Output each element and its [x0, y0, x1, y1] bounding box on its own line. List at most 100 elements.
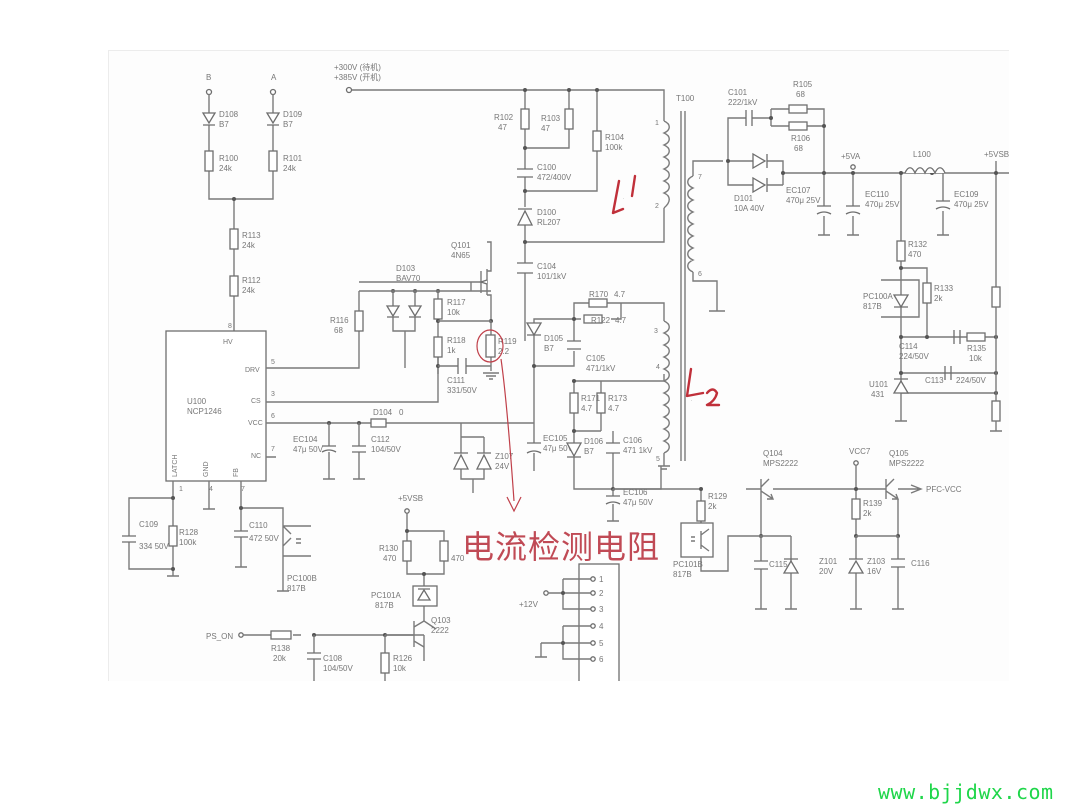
d108-value: B7 — [219, 120, 229, 129]
r122-resistor — [583, 314, 603, 324]
r117-value: 10k — [447, 308, 461, 317]
r122-ref: R122 — [591, 316, 611, 325]
ec104-value: 47μ 50V — [293, 445, 324, 454]
r103-value: 47 — [541, 124, 550, 133]
r135-value: 10k — [969, 354, 983, 363]
pin-hv: HV — [223, 339, 233, 346]
t100-pin-3: 3 — [654, 328, 658, 335]
c109-value: 334 50V — [139, 542, 169, 551]
c114-value: 224/50V — [899, 352, 929, 361]
c113-ref: C113 — [925, 376, 944, 385]
c110-value: 472 50V — [249, 534, 279, 543]
winding-l2-mark — [685, 367, 705, 398]
pin-vcc: VCC — [248, 420, 263, 427]
q103-ref: Q103 — [431, 616, 451, 625]
z103-zener — [847, 558, 865, 574]
r112-resistor — [229, 275, 239, 297]
u101-shunt-regulator — [892, 378, 910, 394]
c105-value: 471/1kV — [586, 364, 616, 373]
ec104-capacitor — [321, 445, 337, 453]
r118-ref: R118 — [447, 336, 466, 345]
ec110-ref: EC110 — [865, 190, 889, 199]
hv-input-terminal — [345, 86, 353, 94]
r102-ref: R102 — [494, 113, 514, 122]
r171-resistor — [569, 392, 579, 414]
mosfet-arrow — [478, 279, 488, 285]
z101-zener — [782, 558, 800, 574]
pin-7: 7 — [271, 446, 275, 453]
r139-ref: R139 — [863, 499, 883, 508]
c115-capacitor — [754, 560, 768, 570]
d105-diode — [525, 322, 543, 337]
r131-resistor — [439, 540, 449, 562]
terminal-a — [269, 88, 277, 96]
c101-capacitor — [745, 110, 753, 126]
terminal-a-label: A — [271, 73, 277, 82]
d106-value: B7 — [584, 447, 594, 456]
r118-value: 1k — [447, 346, 456, 355]
t100-pin-7: 7 — [698, 174, 702, 181]
d104-ref: D104 — [373, 408, 393, 417]
r105-resistor — [788, 104, 808, 114]
input-divider-network: B A D108 B7 D109 B7 R100 24k R101 24k R1… — [201, 73, 303, 331]
r128-value: 100k — [179, 538, 197, 547]
c111-value: 331/50V — [447, 386, 477, 395]
c104-ref: C104 — [537, 262, 557, 271]
hand-annotations: L1 L2 — [476, 174, 721, 513]
c106-value: 471 1kV — [623, 446, 653, 455]
t100-pin-2: 2 — [655, 203, 659, 210]
r100-resistor — [204, 150, 214, 172]
pin-fb: FB — [233, 468, 240, 477]
ec106-capacitor — [605, 495, 621, 505]
winding-l2-label: L2 — [691, 400, 693, 402]
c100-ref: C100 — [537, 163, 557, 172]
ground-symbol — [483, 372, 499, 380]
pc100a-led — [892, 294, 910, 309]
controller-ic-u100: 8 HV DRV 5 CS 3 VCC 6 NC 7 U100 NCP1246 … — [165, 291, 461, 493]
r128-resistor — [168, 525, 178, 547]
pin-nc: NC — [251, 453, 261, 460]
l100-inductor — [904, 167, 946, 175]
c104-value: 101/1kV — [537, 272, 567, 281]
z107-value: 24V — [495, 462, 510, 471]
net-5va-label: +5VA — [841, 152, 861, 161]
r139-resistor — [851, 498, 861, 520]
ec110-capacitor — [845, 205, 861, 215]
d104-value: 0 — [399, 408, 404, 417]
plus12v-terminal — [543, 590, 549, 596]
z107a-zener — [452, 452, 470, 470]
r105-value: 68 — [796, 90, 805, 99]
pc101a-ref: PC101A — [371, 591, 401, 600]
r130-value: 470 — [383, 554, 397, 563]
q101-value: 4N65 — [451, 251, 471, 260]
ec109-value: 470μ 25V — [954, 200, 989, 209]
d105-value: B7 — [544, 344, 554, 353]
ec105-capacitor — [526, 442, 542, 454]
c112-ref: C112 — [371, 435, 390, 444]
winding-l1-mark — [611, 179, 625, 215]
r132-resistor — [896, 240, 906, 262]
d109-value: B7 — [283, 120, 293, 129]
ec109-capacitor — [935, 200, 951, 210]
current-sense-highlight-circle — [476, 329, 504, 363]
ps-on-control: +5VSB R130 470 470 PC101A 817B Q103 2222… — [206, 494, 465, 681]
ec105-ref: EC105 — [543, 434, 568, 443]
pc100a-value: 817B — [863, 302, 882, 311]
connector-pin-5 — [590, 640, 596, 646]
t100-pin-1: 1 — [655, 120, 659, 127]
r101-value: 24k — [283, 164, 297, 173]
r116-ref: R116 — [330, 316, 349, 325]
connector-pin-4 — [590, 623, 596, 629]
u101-ref: U101 — [869, 380, 889, 389]
c106-capacitor — [606, 442, 620, 454]
pin-gnd: GND — [203, 461, 210, 477]
c100-value: 472/400V — [537, 173, 572, 182]
r126-ref: R126 — [393, 654, 413, 663]
r130-ref: R130 — [379, 544, 399, 553]
d101a-diode — [752, 152, 768, 170]
current-sense-pointer-line — [500, 358, 515, 502]
c110-capacitor — [234, 530, 248, 538]
q104-ref: Q104 — [763, 449, 783, 458]
pc101b-phototransistor — [680, 522, 714, 558]
c114-capacitor — [953, 330, 961, 344]
